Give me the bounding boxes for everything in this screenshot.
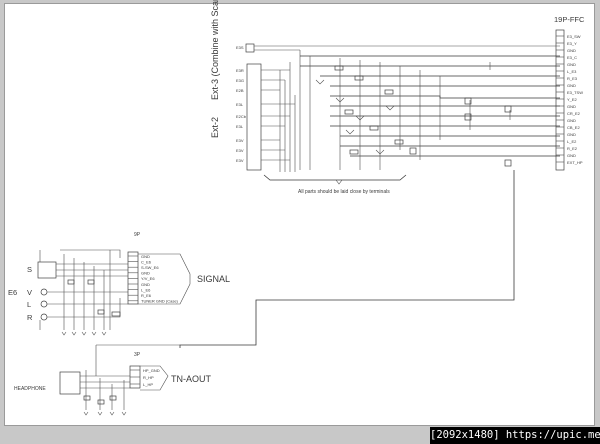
ext-terminal-label: E3L [236,102,244,107]
signal-pin-label: GND [141,282,150,287]
signal-pin-label: S-SW_E6 [141,265,159,270]
ffc-pin-label: L_E2 [567,139,577,144]
signal-pin-label: GND [141,254,150,259]
e6-label: E6 [8,288,17,297]
ffc-pin-label: R_E3 [567,76,578,81]
signal-block: 9P GNDC_E6S-SW_E6GNDY/V_E6GNDL_E6R_E6TUN… [8,232,230,336]
ext3-label: Ext-3 (Combine with Scart) [210,0,220,100]
tn-aout-block: 3P HP_GND R_HP L_HP TN-AOUT HEADPHONE [14,344,211,416]
signal-pin-list: GNDC_E6S-SW_E6GNDY/V_E6GNDL_E6R_E6TUNER … [128,254,179,304]
ffc-pin-label: E3_SW [567,34,581,39]
ext-terminal-label: E3R [236,68,244,73]
ffc-header: 19P-FFC [554,15,585,24]
ffc-pin-label: E3_Y [567,41,577,46]
tn-pin-label: HP_GND [143,368,160,373]
ffc-pin-list: E3_SWE3_YGNDE3_CGNDL_E3R_E3GNDE3_TSWY_E2… [556,34,583,165]
s-input-label: S [27,265,32,274]
tn-bracket [140,365,169,391]
headphone-label: HEADPHONE [14,386,46,392]
ffc-pin-label: CB_E2 [567,125,580,130]
three-p-label: 3P [134,352,141,358]
schematic-sheet [4,3,595,426]
signal-pin-label: TUNER GND (Case) [141,299,179,304]
signal-pin-label: R_E6 [141,293,152,298]
nine-p-label: 9P [134,232,141,238]
ffc-pin-label: GND [567,83,576,88]
ffc-pin-label: GND [567,118,576,123]
ffc-pin-label: L_E3 [567,69,577,74]
ext-terminal-label: E3V [236,148,244,153]
signal-pin-label: C_E6 [141,259,152,264]
signal-pin-label: L_E6 [141,287,151,292]
ffc-pin-label: E3_C [567,55,577,60]
ext-hp-trace [179,170,515,348]
r-input-label: R [27,313,33,322]
signal-bracket [138,253,191,305]
signal-pin-label: GND [141,271,150,276]
ffc-pin-label: CR_E2 [567,111,581,116]
watermark: [2092x1480] https://upic.me/ [430,427,600,444]
ffc-pin-label: E3_TSW [567,90,583,95]
ffc-pin-label: GND [567,62,576,67]
ext-terminal-label: E2Cb [236,114,247,119]
ffc-pin-label: EXT_HP [567,160,583,165]
tn-pin-label: R_HP [143,375,154,380]
ffc-pin-label: Y_E2 [567,97,578,102]
ffc-pin-label: GND [567,132,576,137]
ffc-pin-label: GND [567,48,576,53]
tn-aout-label: TN-AOUT [171,374,211,384]
ext-terminal-label: E3V [236,138,244,143]
ext-terminal-label: E3V [236,158,244,163]
signal-label: SIGNAL [197,274,230,284]
tn-pin-list: HP_GND R_HP L_HP [130,368,160,387]
ext-terminal-label: E3G [236,78,244,83]
ext-block: Ext-3 (Combine with Scart) Ext-2 E3S E3R… [210,0,585,195]
tn-pin-label: L_HP [143,382,153,387]
ext-terminal-label: E2B [236,88,244,93]
ffc-pin-label: R_E2 [567,146,578,151]
ffc-pin-label: GND [567,104,576,109]
ext-terminal-label: E3L [236,124,244,129]
layout-note: All parts should be laid close by termin… [298,189,390,195]
signal-pin-label: Y/V_E6 [141,276,155,281]
ffc-pin-label: GND [567,153,576,158]
svg-text:E3S: E3S [236,45,244,50]
ext2-label: Ext-2 [210,117,220,138]
v-input-label: V [27,288,32,297]
l-input-label: L [27,300,31,309]
grouping-brace [263,174,407,181]
